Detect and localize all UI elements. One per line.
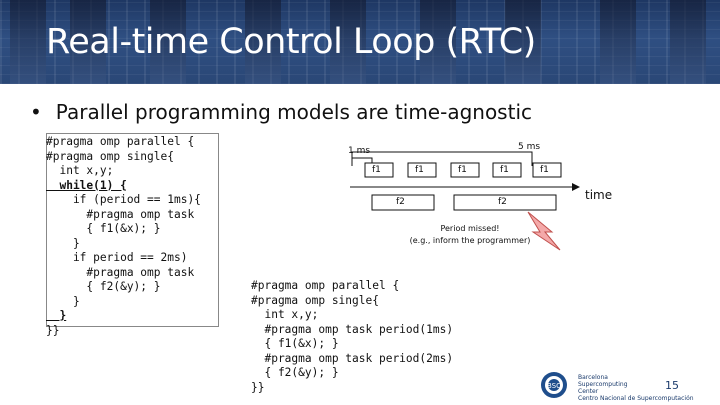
code-line: { f1(&x); } [251,337,339,350]
page-number: 15 [665,379,679,392]
note-line: Period missed! [400,223,540,235]
bsc-logo: BSC [540,371,576,399]
f1-label: f1 [415,165,424,175]
f1-label: f1 [458,165,467,175]
time-axis-label: time [585,188,612,202]
logo-initials: BSC [547,382,561,390]
code-line-task-period: #pragma omp task period(1ms) [251,323,453,336]
period-missed-note: Period missed!(e.g., inform the programm… [400,223,540,247]
label-5ms: 5 ms [518,142,540,152]
right-code-block: #pragma omp parallel { #pragma omp singl… [251,279,453,395]
code-line: int x,y; [251,308,318,321]
code-line-task-period: #pragma omp task period(2ms) [251,352,453,365]
f1-label: f1 [540,165,549,175]
code-line: #pragma omp single{ [251,294,379,307]
code-line: { f2(&y); } [251,366,339,379]
f1-label: f1 [500,165,509,175]
f2-label: f2 [396,197,405,207]
f2-label: f2 [498,197,507,207]
note-line: (e.g., inform the programmer) [400,235,540,247]
code-line: #pragma omp parallel { [251,279,399,292]
label-1ms: 1 ms [348,146,370,156]
f1-label: f1 [372,165,381,175]
code-line: }} [251,381,264,394]
